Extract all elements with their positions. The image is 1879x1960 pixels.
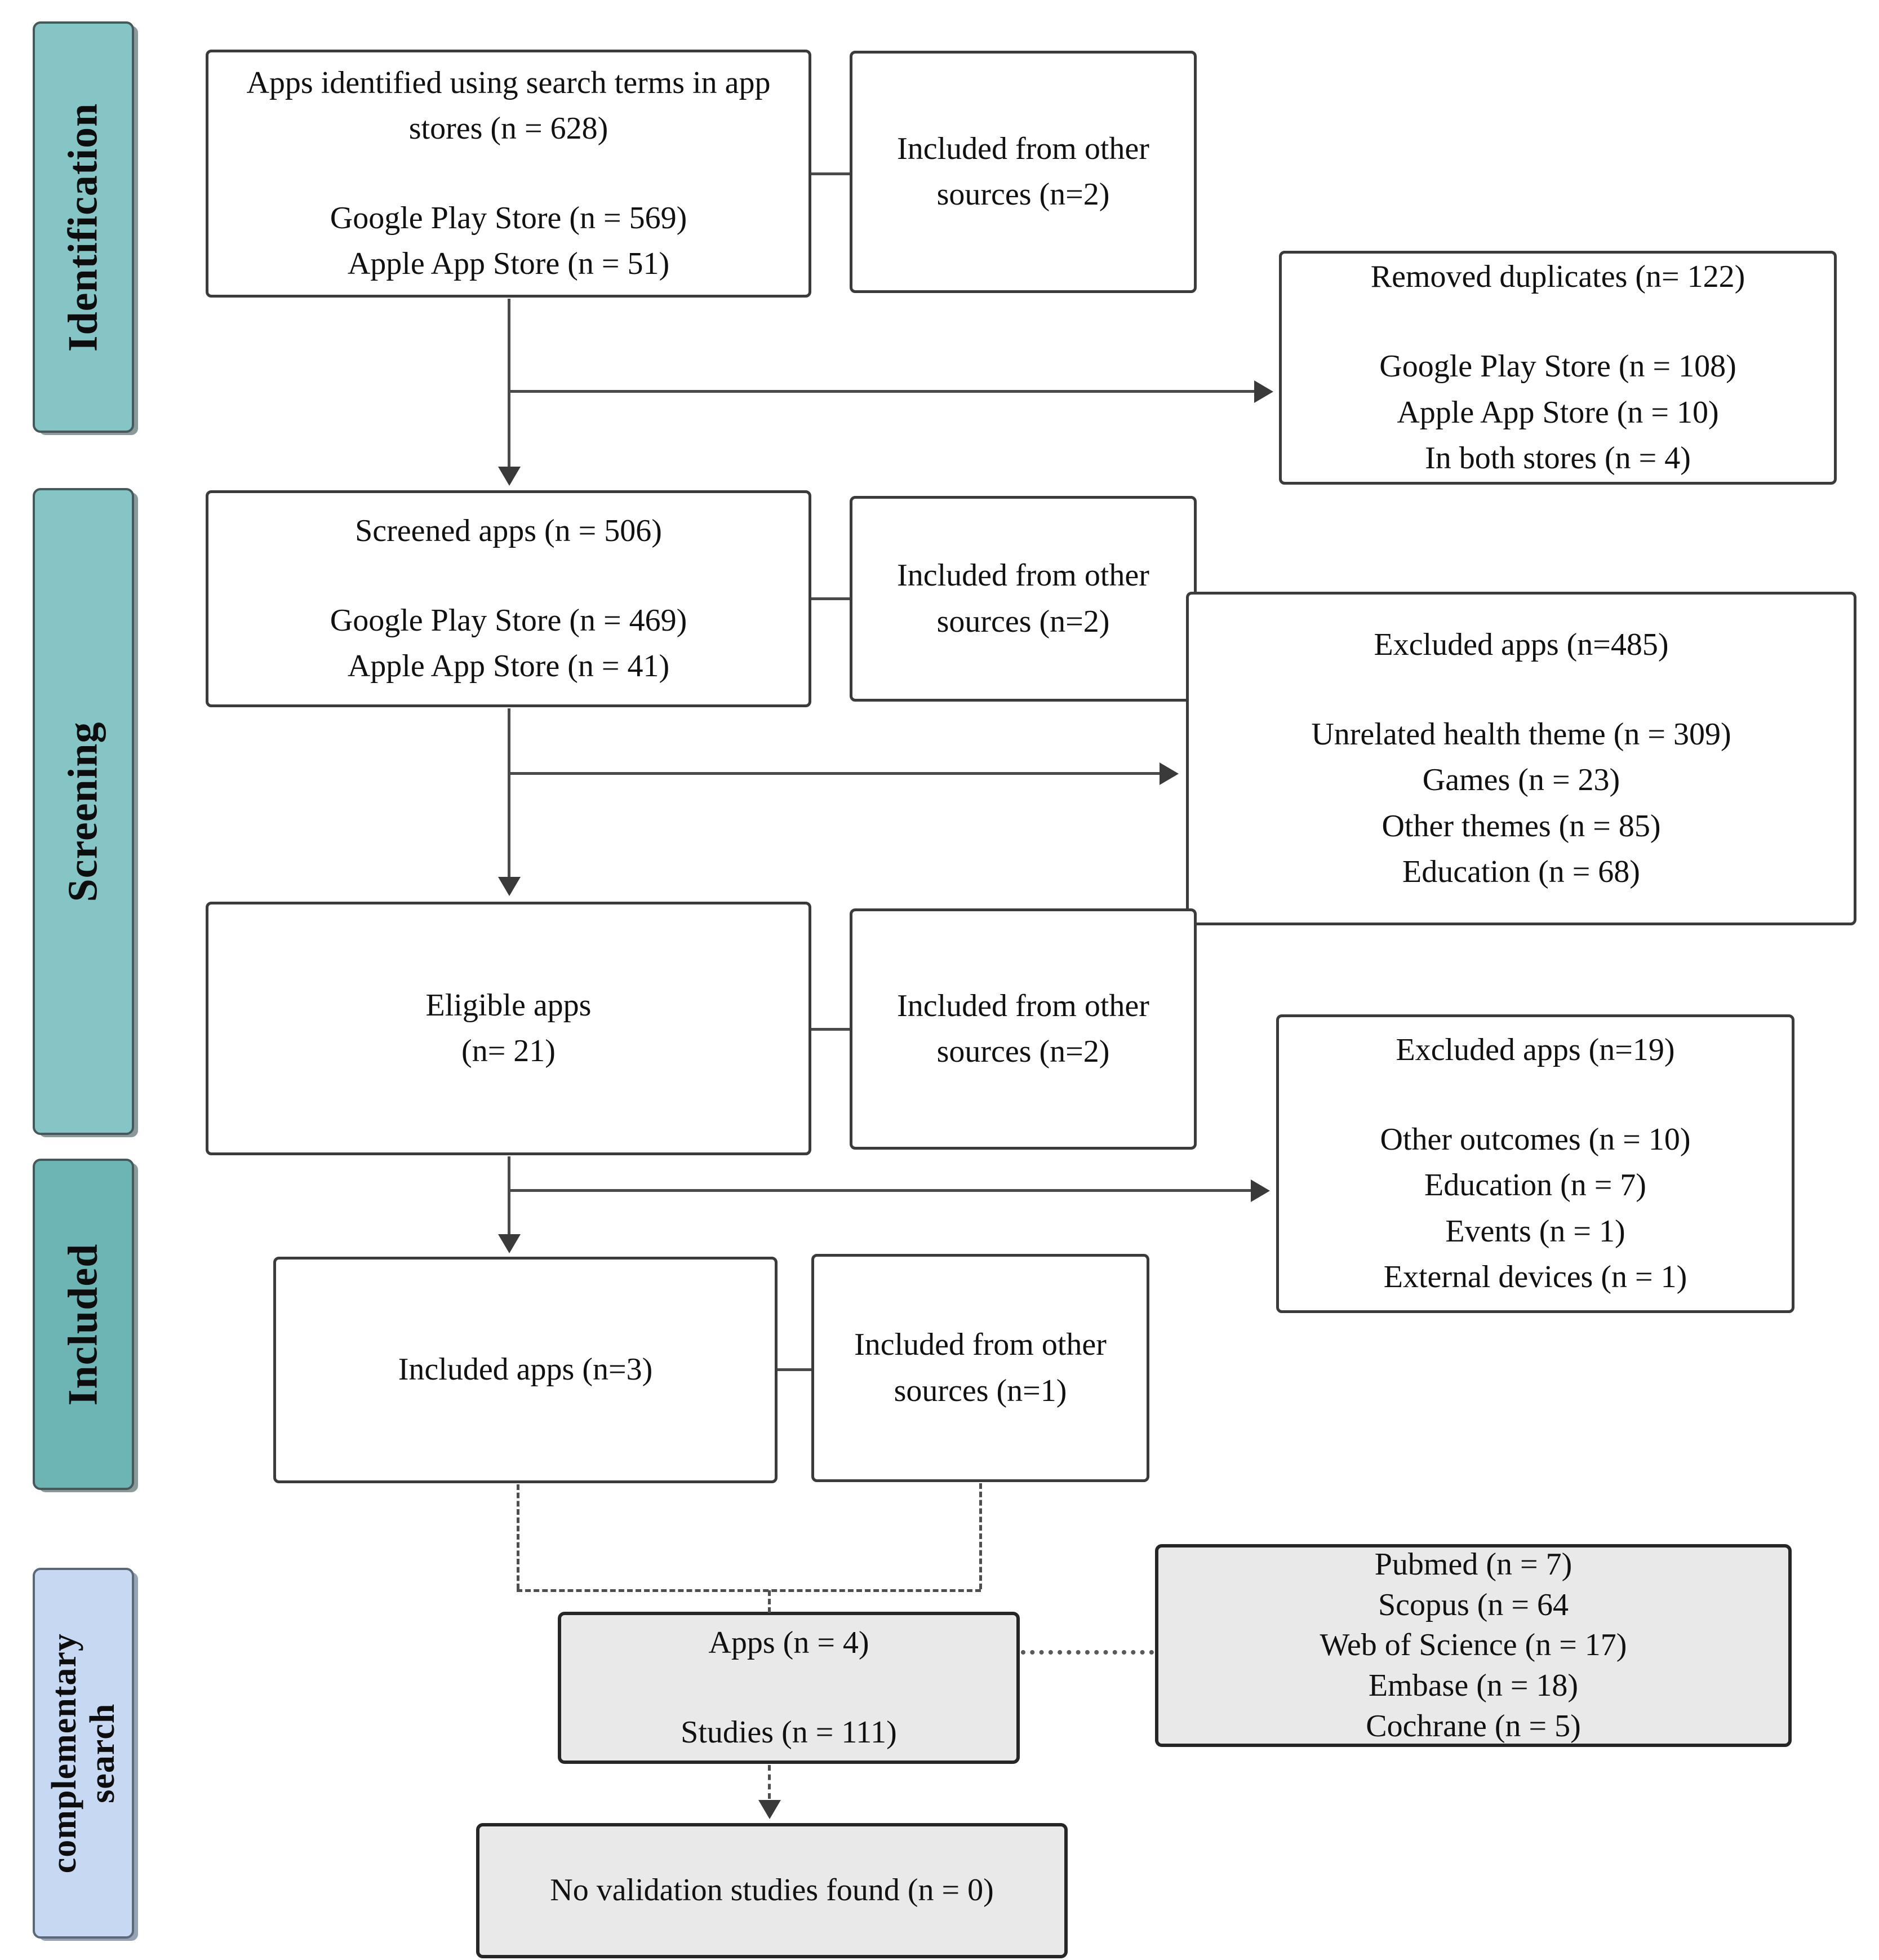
screened-apps-item: Apple App Store (n = 41) [347, 649, 670, 684]
dashed-connector-merge [517, 1589, 981, 1592]
connector-to-removed-duplicates [508, 390, 1257, 393]
box-eligible-apps: Eligible apps (n= 21) [206, 902, 811, 1155]
excluded-apps-485-item: Other themes (n = 85) [1382, 808, 1661, 844]
connector-eligible-down [508, 1156, 510, 1234]
screened-apps-item: Google Play Store (n = 469) [330, 602, 687, 638]
apps-identified-item: Google Play Store (n = 569) [330, 201, 687, 236]
apps-studies-item: Studies (n = 111) [681, 1715, 897, 1750]
screened-apps-title: Screened apps (n = 506) [355, 513, 662, 548]
excluded-apps-19-item: Other outcomes (n = 10) [1380, 1122, 1691, 1158]
box-included-other-sources-2: Included from other sources (n=2) [850, 496, 1197, 702]
box-apps-identified: Apps identified using search terms in ap… [206, 50, 811, 298]
stage-label-screening-text: Screening [60, 721, 106, 902]
excluded-apps-19-item: Education (n = 7) [1424, 1168, 1646, 1203]
dashed-connector-included-apps-down [517, 1484, 519, 1589]
removed-duplicates-item: In both stores (n = 4) [1425, 440, 1691, 476]
stage-label-complementary-search-text: complementary search [45, 1633, 122, 1874]
excluded-apps-485-item: Games (n = 23) [1422, 762, 1620, 798]
included-apps-title: Included apps (n=3) [398, 1352, 653, 1387]
eligible-apps-count: (n= 21) [461, 1034, 556, 1068]
database-line: Pubmed (n = 7) [1374, 1546, 1573, 1582]
included-other-sources-2-text: Included from other sources (n=2) [897, 558, 1149, 639]
box-screened-apps: Screened apps (n = 506) Google Play Stor… [206, 490, 811, 707]
dotted-connector-apps-to-databases [1021, 1650, 1154, 1655]
excluded-apps-485-title: Excluded apps (n=485) [1374, 627, 1669, 663]
dashed-connector-apps-studies-down [768, 1765, 771, 1799]
box-apps-studies: Apps (n = 4) Studies (n = 111) [558, 1612, 1020, 1764]
box-databases: Pubmed (n = 7) Scopus (n = 64 Web of Sci… [1155, 1544, 1792, 1747]
box-excluded-apps-19: Excluded apps (n=19) Other outcomes (n =… [1276, 1014, 1794, 1313]
connector-to-excluded-485 [508, 772, 1161, 775]
connector-screened-down [508, 708, 510, 877]
apps-studies-title: Apps (n = 4) [708, 1625, 869, 1660]
box-excluded-apps-485: Excluded apps (n=485) Unrelated health t… [1186, 592, 1856, 925]
stage-label-identification-text: Identification [60, 103, 106, 352]
eligible-apps-title: Eligible apps [425, 987, 592, 1023]
excluded-apps-19-item: Events (n = 1) [1445, 1213, 1625, 1249]
stage-label-included-text: Included [60, 1243, 106, 1405]
arrowhead-into-no-validation [758, 1800, 781, 1819]
arrowhead-into-included-apps [498, 1234, 521, 1253]
connector-to-excluded-19 [508, 1189, 1254, 1192]
excluded-apps-485-item: Education (n = 68) [1402, 854, 1640, 889]
excluded-apps-19-title: Excluded apps (n=19) [1396, 1032, 1675, 1068]
stage-label-included: Included [33, 1159, 134, 1490]
box-included-apps: Included apps (n=3) [273, 1257, 778, 1483]
database-line: Embase (n = 18) [1368, 1668, 1579, 1703]
included-other-sources-1-text: Included from other sources (n=2) [897, 131, 1149, 212]
excluded-apps-485-item: Unrelated health theme (n = 309) [1311, 717, 1731, 752]
connector-included-apps-to-other-sources [778, 1368, 811, 1371]
stage-label-complementary-search: complementary search [33, 1568, 134, 1939]
removed-duplicates-item: Google Play Store (n = 108) [1379, 349, 1736, 384]
apps-identified-item: Apple App Store (n = 51) [347, 246, 670, 282]
box-included-other-sources-3: Included from other sources (n=2) [850, 908, 1197, 1150]
connector-identified-to-other-sources [811, 172, 850, 175]
arrowhead-into-excluded-485 [1160, 762, 1179, 785]
box-included-other-sources-4: Included from other sources (n=1) [811, 1254, 1149, 1482]
connector-identified-down [508, 299, 510, 467]
database-line: Scopus (n = 64 [1378, 1587, 1569, 1622]
arrowhead-into-removed-duplicates [1254, 380, 1273, 403]
dashed-connector-other-sources-down [979, 1483, 982, 1589]
removed-duplicates-title: Removed duplicates (n= 122) [1370, 259, 1745, 295]
stage-label-screening: Screening [33, 488, 134, 1135]
box-removed-duplicates: Removed duplicates (n= 122) Google Play … [1279, 251, 1837, 485]
connector-eligible-to-other-sources [811, 1028, 850, 1031]
excluded-apps-19-item: External devices (n = 1) [1383, 1259, 1687, 1294]
box-included-other-sources-1: Included from other sources (n=2) [850, 51, 1197, 293]
dashed-connector-into-apps-studies [768, 1590, 771, 1613]
included-other-sources-3-text: Included from other sources (n=2) [897, 988, 1149, 1069]
arrowhead-into-excluded-19 [1251, 1179, 1270, 1202]
included-other-sources-4-text: Included from other sources (n=1) [854, 1327, 1107, 1408]
apps-identified-title: Apps identified using search terms in ap… [246, 65, 771, 146]
no-validation-title: No validation studies found (n = 0) [550, 1873, 994, 1908]
stage-label-identification: Identification [33, 21, 134, 433]
database-line: Cochrane (n = 5) [1366, 1708, 1581, 1744]
arrowhead-into-eligible [498, 877, 521, 896]
connector-screened-to-other-sources [811, 597, 850, 600]
arrowhead-into-screened [498, 467, 521, 486]
box-no-validation-studies: No validation studies found (n = 0) [476, 1823, 1068, 1958]
database-line: Web of Science (n = 17) [1320, 1628, 1627, 1663]
removed-duplicates-item: Apple App Store (n = 10) [1397, 394, 1719, 430]
